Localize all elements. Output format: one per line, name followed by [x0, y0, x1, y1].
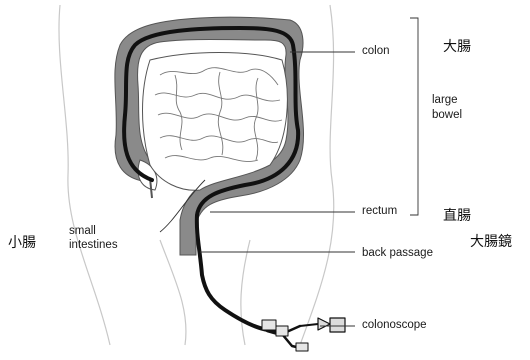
- small-intestines-label-line1: small: [69, 224, 96, 238]
- back-passage-label: back passage: [362, 246, 433, 260]
- large-bowel-label-line2: bowel: [432, 108, 462, 122]
- chinese-small-intestine-label: 小腸: [8, 232, 36, 252]
- large-bowel-label-line1: large: [432, 93, 458, 107]
- chinese-large-intestine-label: 大腸: [443, 36, 471, 56]
- colon-label: colon: [362, 44, 390, 58]
- chinese-colonoscope-label: 大腸鏡: [470, 231, 512, 251]
- large-bowel-bracket: [410, 18, 418, 215]
- chinese-rectum-label: 直腸: [443, 205, 471, 225]
- small-intestines-label-line2: intestines: [69, 238, 118, 252]
- colonoscope-label: colonoscope: [362, 318, 427, 332]
- rectum-label: rectum: [362, 204, 397, 218]
